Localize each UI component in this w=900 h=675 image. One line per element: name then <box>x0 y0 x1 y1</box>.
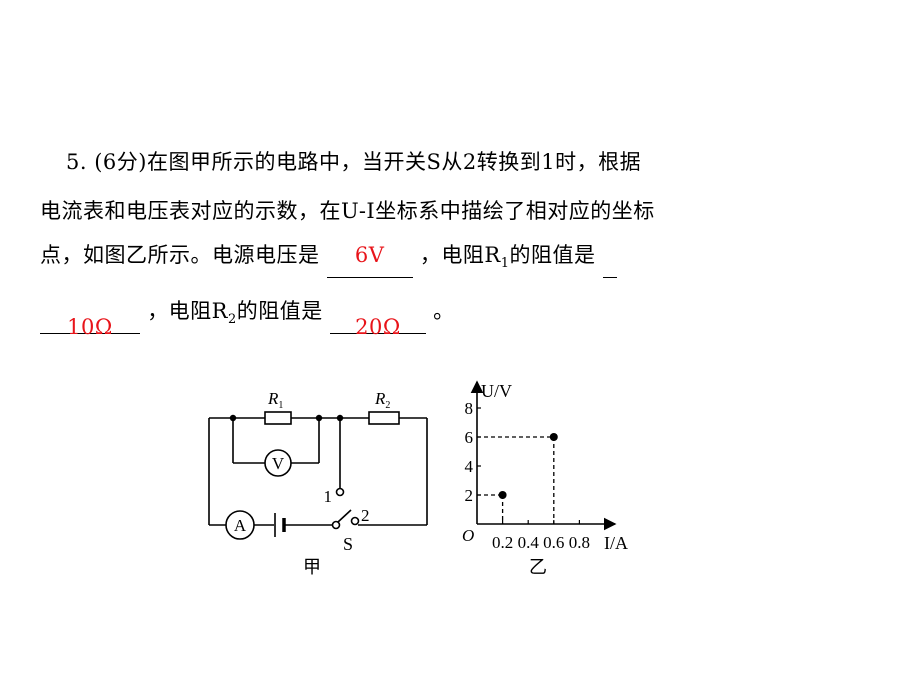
x-tick-label: 0.4 <box>518 533 540 552</box>
x-tick-label: 0.8 <box>569 533 590 552</box>
r1-blank: 10Ω <box>40 307 140 339</box>
y-axis-label: U/V <box>481 381 512 401</box>
r1-label: R1 <box>267 389 283 411</box>
question-line-3: 点，如图乙所示。电源电压是 6V ，电阻R1的阻值是 <box>40 241 617 279</box>
y-tick-label: 8 <box>465 399 474 418</box>
contact-2 <box>350 516 360 526</box>
origin-label: O <box>462 526 474 545</box>
circuit-caption: 甲 <box>303 557 321 577</box>
question-text-3a: 点，如图乙所示。电源电压是 <box>40 243 320 267</box>
switch-pivot <box>331 520 341 530</box>
ammeter-label: A <box>234 516 247 535</box>
data-point <box>498 491 507 499</box>
resistor-r1 <box>264 411 292 425</box>
question-line-1: 5. (6分)在图甲所示的电路中，当开关S从2转换到1时，根据 <box>66 148 641 176</box>
r2-label: R2 <box>374 389 390 411</box>
switch-label: S <box>343 534 353 554</box>
contact-1-label: 1 <box>324 487 333 506</box>
resistor-r2 <box>368 411 400 425</box>
ammeter <box>225 510 255 540</box>
question-text-4c: 。 <box>433 299 455 323</box>
r2-subscript: 2 <box>228 312 237 328</box>
question-text-3b: ，电阻R <box>419 243 501 267</box>
junction-dot <box>229 414 237 422</box>
circuit-diagram: R1 R2 V A 1 2 S 甲 <box>208 389 428 577</box>
x-axis-label: I/A <box>604 533 628 553</box>
answer-voltage: 6V <box>354 243 385 268</box>
junction-dot <box>315 414 323 422</box>
question-text-4a: ，电阻R <box>147 299 228 323</box>
answer-r1: 10Ω <box>67 315 113 340</box>
voltage-blank: 6V <box>326 243 413 279</box>
y-tick-label: 4 <box>465 457 474 476</box>
contact-2-label: 2 <box>361 506 370 525</box>
question-text-4b: 的阻值是 <box>236 299 323 323</box>
question-text-1: 5. (6分)在图甲所示的电路中，当开关S从2转换到1时，根据 <box>66 150 642 174</box>
voltmeter <box>264 449 292 477</box>
switch-blade <box>337 509 352 523</box>
question-text-3c: 的阻值是 <box>509 243 596 267</box>
junction-dot <box>336 414 344 422</box>
data-point <box>549 433 558 441</box>
x-tick-label: 0.6 <box>543 533 564 552</box>
r2-blank: 20Ω <box>329 307 426 339</box>
contact-1 <box>335 487 345 497</box>
y-tick-label: 6 <box>465 428 474 447</box>
r1-blank-start <box>602 251 617 279</box>
x-tick-label: 0.2 <box>492 533 513 552</box>
answer-r2: 20Ω <box>355 315 401 340</box>
question-line-4: 10Ω ，电阻R2的阻值是 20Ω 。 <box>40 297 455 339</box>
question-text-2: 电流表和电压表对应的示数，在U-I坐标系中描绘了相对应的坐标 <box>40 199 655 223</box>
y-tick-label: 2 <box>465 486 474 505</box>
chart-caption: 乙 <box>529 557 547 577</box>
voltmeter-label: V <box>272 454 285 473</box>
question-line-2: 电流表和电压表对应的示数，在U-I坐标系中描绘了相对应的坐标 <box>40 197 655 225</box>
r1-subscript: 1 <box>500 256 510 272</box>
